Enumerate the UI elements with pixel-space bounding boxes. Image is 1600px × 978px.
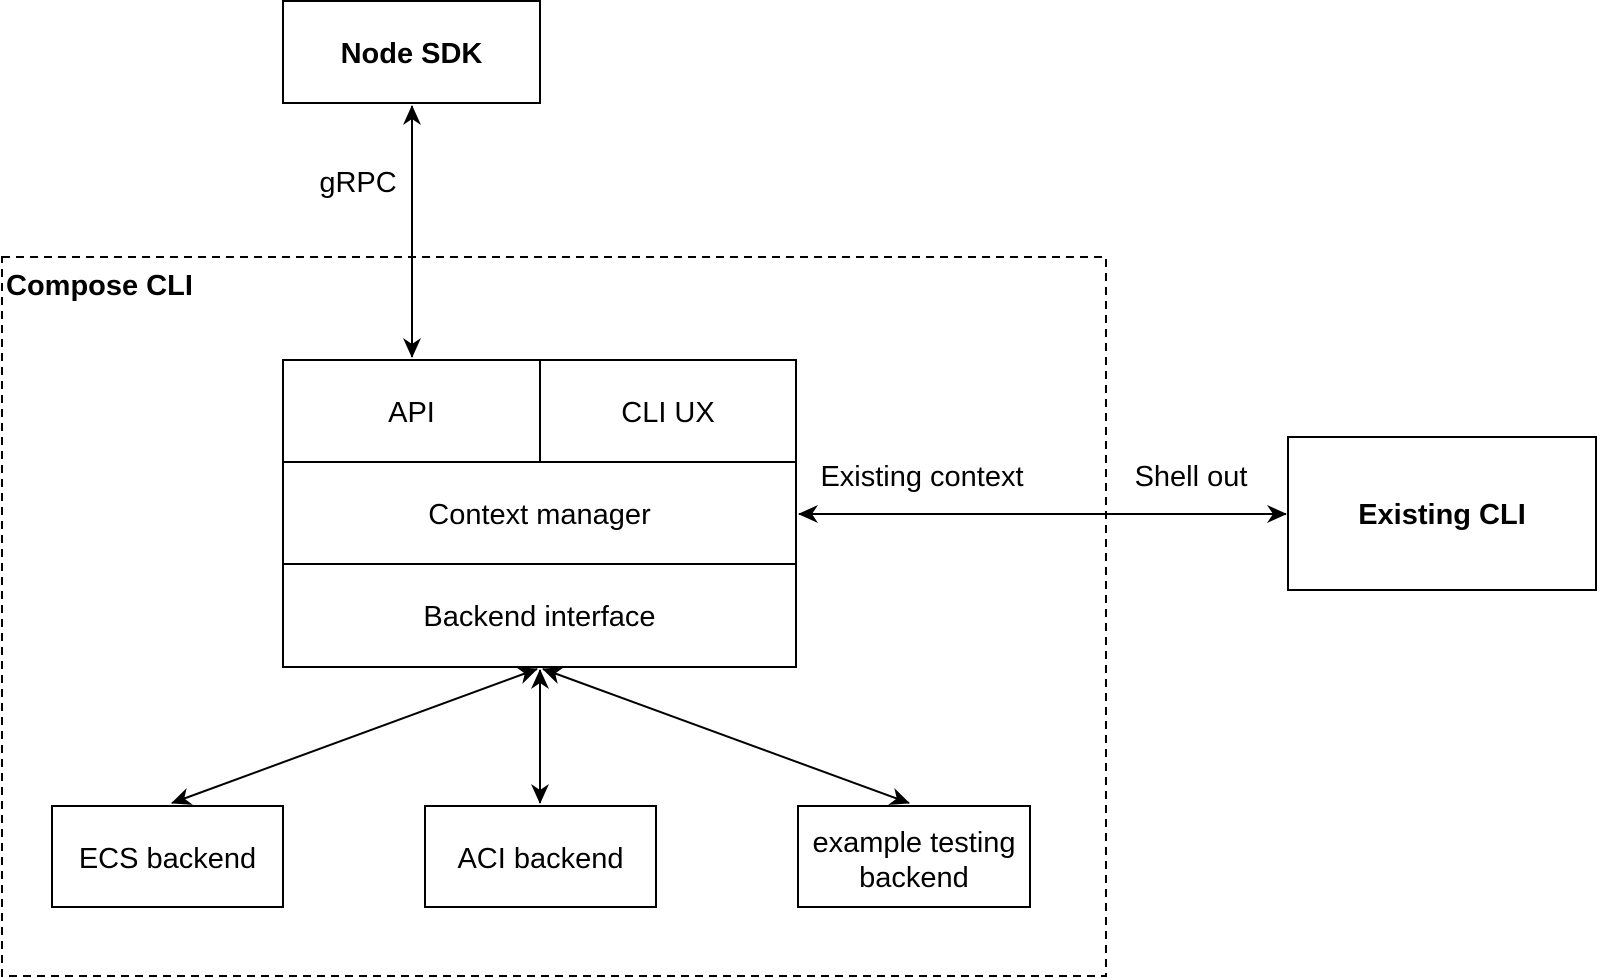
context-manager-box [282,461,797,565]
example-testing-backend-label-line1: example testing [812,827,1015,859]
ecs-backend-edge [171,667,538,805]
cli-ux-box [539,359,797,463]
node-sdk-label: Node SDK [341,38,483,70]
aci-backend-box [424,805,657,908]
example-testing-backend-box [797,805,1031,908]
compose-cli-container [1,256,1107,977]
existing-context-label: Existing context [820,461,1023,493]
node-sdk-box [282,0,541,104]
grpc-label: gRPC [319,167,396,199]
existing-cli-box [1287,436,1597,591]
api-label: API [388,397,435,429]
context-manager-label: Context manager [428,499,651,531]
cli-ux-label: CLI UX [621,397,714,429]
example-testing-backend-label-line2: backend [859,862,969,894]
backend-interface-box [282,563,797,668]
backend-interface-label: Backend interface [423,601,655,633]
shell-out-label: Shell out [1135,461,1248,493]
compose-cli-label: Compose CLI [6,270,193,302]
aci-backend-label: ACI backend [457,843,623,875]
existing-cli-label: Existing CLI [1358,499,1526,531]
example-backend-edge [542,667,910,805]
ecs-backend-box [51,805,284,908]
ecs-backend-label: ECS backend [79,843,256,875]
